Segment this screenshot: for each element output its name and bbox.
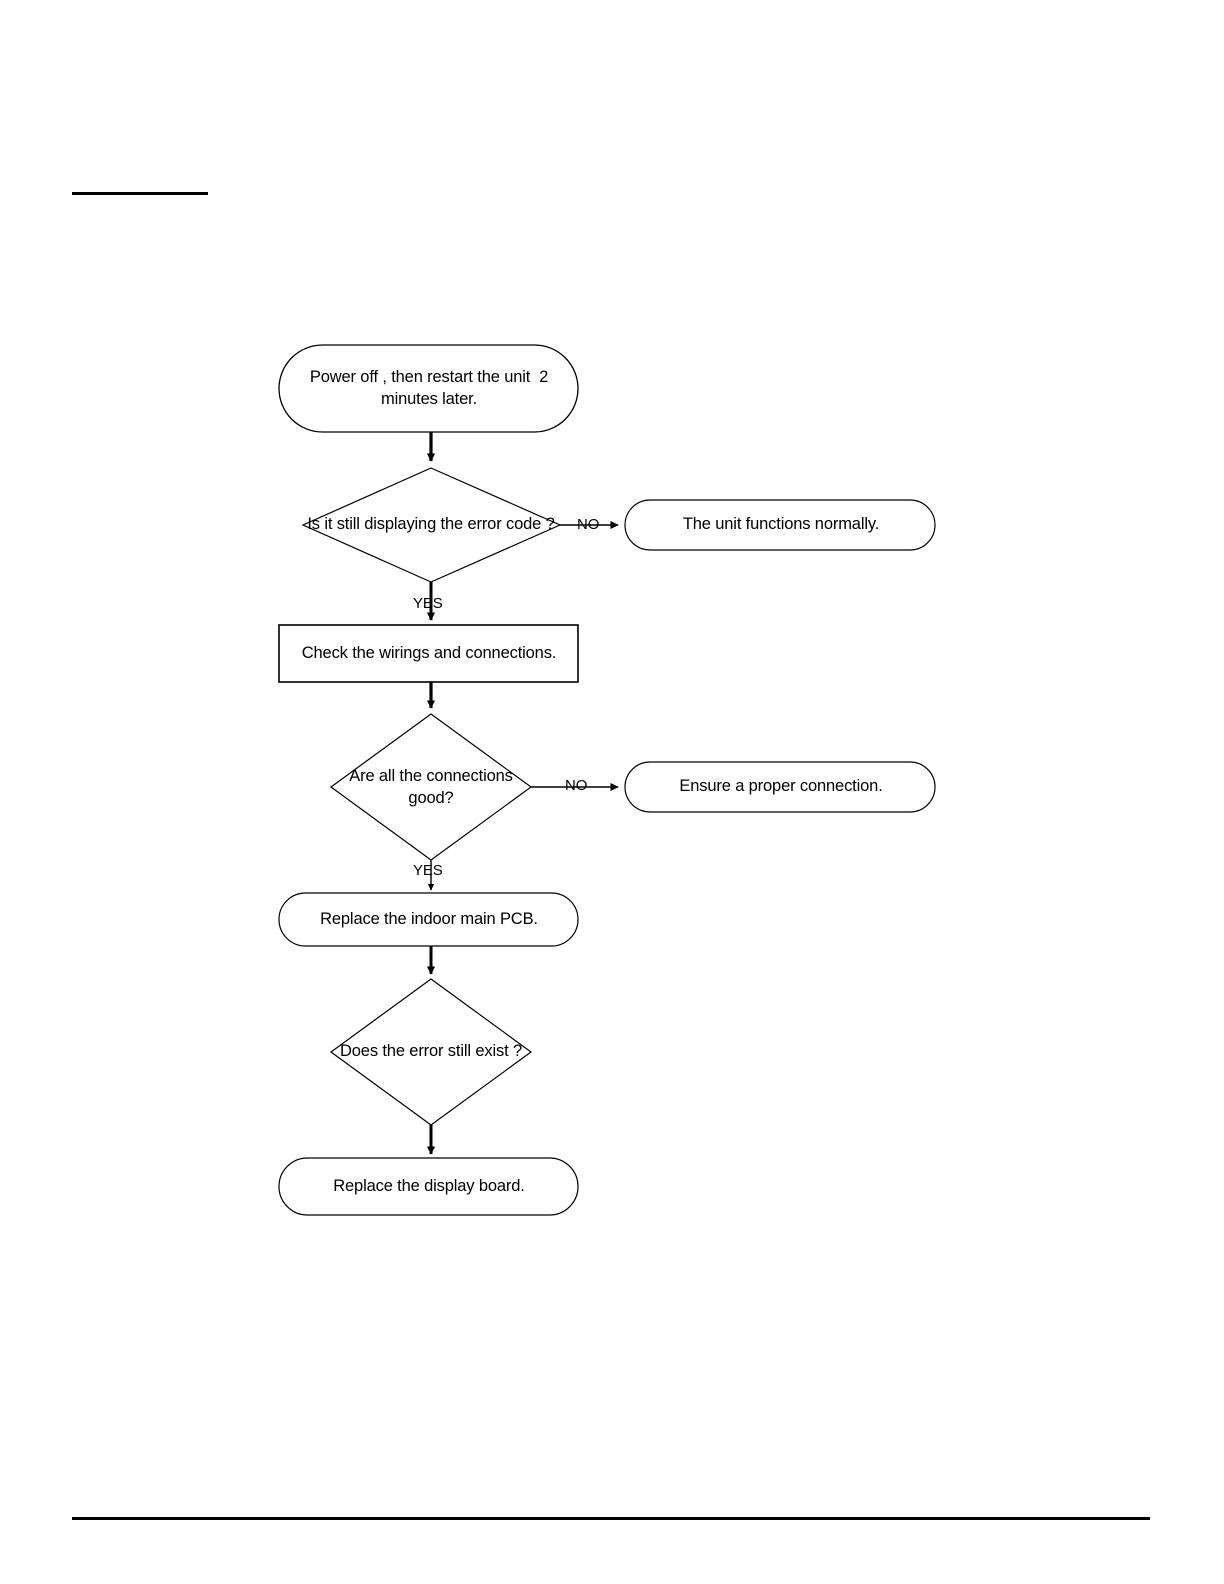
node-power-off-label: Power off , then restart the unit 2 minu… xyxy=(309,368,553,408)
node-ensure-connection-label: Ensure a proper connection. xyxy=(679,777,883,796)
edge-label-no-connections-good: NO xyxy=(565,777,588,794)
edge-label-yes-error-code: YES xyxy=(413,595,443,612)
node-replace-pcb-label: Replace the indoor main PCB. xyxy=(320,910,538,929)
node-check-wiring-label: Check the wirings and connections. xyxy=(301,643,557,662)
edge-label-no-error-code: NO xyxy=(577,516,600,533)
decision-error-code-label: Is it still displaying the error code ? xyxy=(307,515,555,534)
edge-label-yes-connections-good: YES xyxy=(413,862,443,879)
node-replace-board-label: Replace the display board. xyxy=(333,1176,525,1195)
node-unit-normal-label: The unit functions normally. xyxy=(682,515,880,534)
decision-error-exists-label: Does the error still exist ? xyxy=(340,1042,522,1061)
footer-rule xyxy=(72,1517,1150,1520)
decision-connections-good-label: Are all the connections good? xyxy=(349,767,518,807)
header-rule xyxy=(72,192,208,195)
